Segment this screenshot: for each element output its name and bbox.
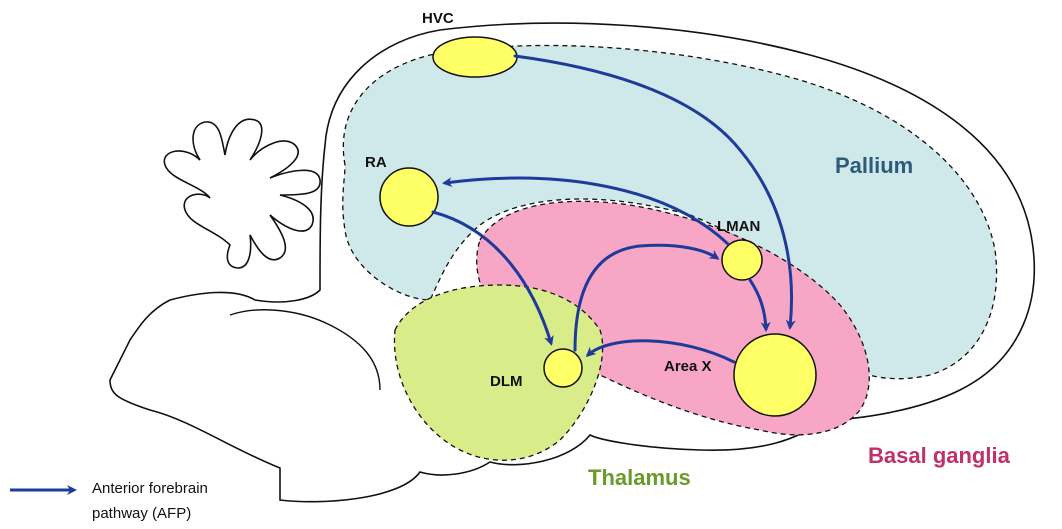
lman-label: LMAN bbox=[717, 218, 760, 235]
dlm-nucleus bbox=[544, 349, 582, 387]
cerebellum-outline bbox=[164, 119, 320, 268]
dlm-label: DLM bbox=[490, 373, 523, 390]
legend-line-1: Anterior forebrain bbox=[92, 480, 208, 497]
area-x-nucleus bbox=[734, 334, 816, 416]
ra-nucleus bbox=[380, 168, 438, 226]
pallium-label: Pallium bbox=[835, 153, 913, 178]
hvc-nucleus bbox=[433, 37, 517, 77]
ra-label: RA bbox=[365, 154, 387, 171]
basal-ganglia-label: Basal ganglia bbox=[868, 443, 1011, 468]
legend-line-2: pathway (AFP) bbox=[92, 505, 191, 522]
hvc-label: HVC bbox=[422, 10, 454, 27]
thalamus-label: Thalamus bbox=[588, 465, 691, 490]
lman-nucleus bbox=[722, 240, 762, 280]
area-x-label: Area X bbox=[664, 358, 712, 375]
